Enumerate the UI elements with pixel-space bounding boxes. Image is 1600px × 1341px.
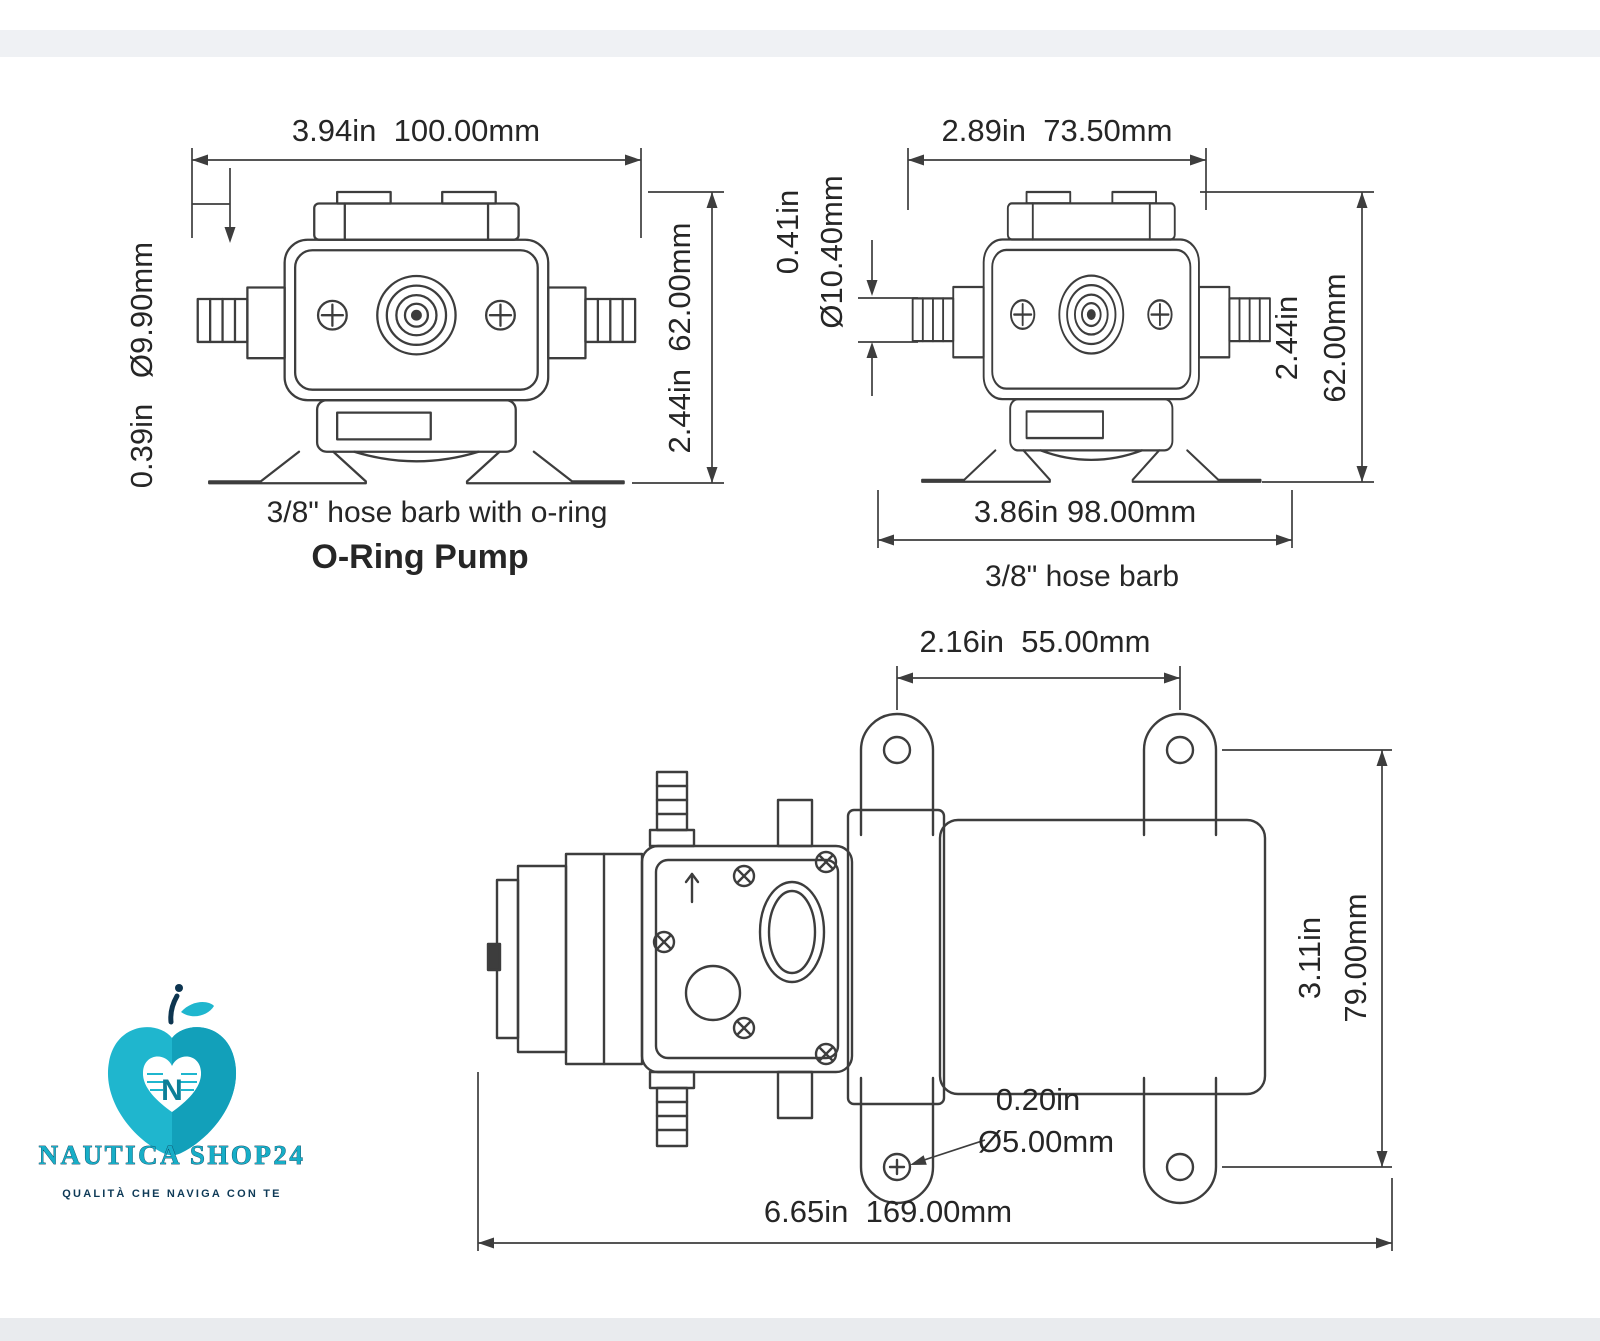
oring-barb-diameter-dimension: Ø9.90mm	[124, 242, 159, 378]
oring-barb-offset-dimension: 0.39in	[124, 404, 159, 488]
barb-port-diameter-dimension: Ø10.40mm	[814, 175, 849, 328]
logo-stripes	[147, 1073, 197, 1091]
logo-monogram: N	[161, 1074, 183, 1107]
barb-height-dimension-mm: 62.00mm	[1317, 273, 1352, 402]
bottom-divider-band	[0, 1318, 1600, 1341]
topview-length-dimension: 6.65in 169.00mm	[764, 1194, 1012, 1229]
hose-barb-pump-dimension-lines	[858, 148, 1374, 548]
oring-title: O-Ring Pump	[311, 538, 528, 576]
nautica-shop24-logo: N NAUTICA SHOP24 QUALITÀ CHE NAVIGA CON …	[38, 984, 306, 1200]
logo-heart-icon	[142, 1056, 202, 1112]
topview-height-dimension-mm: 79.00mm	[1338, 893, 1373, 1022]
logo-leaf-icon	[181, 1002, 214, 1017]
top-divider-band	[0, 30, 1600, 57]
barb-height-dimension-in: 2.44in	[1269, 296, 1304, 380]
top-view-drawing	[486, 712, 1267, 1205]
logo-tagline-text: QUALITÀ CHE NAVIGA CON TE	[62, 1187, 281, 1200]
barb-width-dimension: 2.89in 73.50mm	[942, 113, 1173, 148]
oring-caption: 3/8" hose barb with o-ring	[267, 496, 608, 529]
topview-hole-size-in: 0.20in	[996, 1082, 1080, 1117]
topview-hole-size-dia: Ø5.00mm	[978, 1124, 1114, 1159]
oring-pump-dimension-lines	[191, 148, 724, 484]
oring-pump-front-drawing	[196, 190, 637, 485]
barb-port-offset-dimension: 0.41in	[770, 190, 805, 274]
top-view-dimension-lines	[477, 666, 1393, 1251]
logo-brand-text: NAUTICA SHOP24	[39, 1140, 306, 1170]
oring-width-dimension: 3.94in 100.00mm	[292, 113, 540, 148]
logo-stem	[168, 993, 180, 1025]
topview-hole-spacing-dimension: 2.16in 55.00mm	[920, 624, 1151, 659]
oring-height-dimension: 2.44in 62.00mm	[662, 223, 697, 454]
barb-caption: 3/8" hose barb	[985, 560, 1179, 593]
barb-base-width-dimension: 3.86in 98.00mm	[974, 494, 1196, 529]
logo-stem-dot	[175, 984, 183, 992]
topview-height-dimension-in: 3.11in	[1292, 917, 1327, 999]
hose-barb-pump-front-drawing	[911, 190, 1272, 483]
